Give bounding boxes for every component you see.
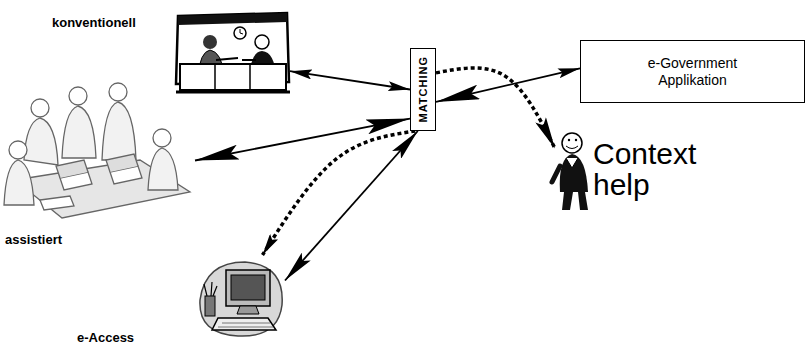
helper-figure-illustration-part: [562, 192, 588, 210]
counter-scene-illustration: [176, 13, 290, 92]
computer-illustration-part: [204, 282, 217, 296]
help-node: Context help: [555, 128, 719, 210]
helper-figure-illustration-part: [562, 133, 582, 153]
node-label: e-Government Applikation: [634, 55, 752, 89]
counter-scene-illustration-part: [216, 58, 238, 60]
counter-scene-illustration-part: [242, 59, 256, 61]
node-label: e-Access: [77, 330, 134, 345]
group-meeting-illustration-part: [148, 148, 178, 190]
group-meeting-illustration-part: [4, 160, 34, 205]
computer-illustration-part: [231, 275, 265, 300]
group-meeting-illustration-part: [109, 83, 127, 101]
helper-figure-illustration-part: [560, 154, 588, 192]
counter-scene-illustration-part: [215, 64, 250, 90]
group-meeting-illustration-part: [9, 141, 27, 159]
group-meeting-illustration-part: [62, 106, 96, 158]
dotted-arrow: [263, 131, 416, 255]
illustration-node: e-Access: [195, 255, 285, 340]
helper-figure-illustration: [552, 133, 588, 210]
computer-illustration-part: [218, 323, 273, 327]
group-meeting-illustration-part: [102, 102, 136, 160]
connector-arrow: [290, 71, 410, 89]
dotted-arrow: [436, 68, 555, 149]
group-meeting-illustration-part: [106, 154, 138, 172]
helper-figure-illustration-part: [566, 146, 578, 149]
node-label: assistiert: [5, 232, 62, 247]
illustration-node: assistiert: [0, 75, 195, 225]
connector-arrow: [436, 68, 580, 102]
computer-illustration-part: [226, 270, 270, 306]
computer-illustration-part: [212, 318, 276, 330]
group-meeting-illustration-part: [31, 99, 49, 117]
connectors: [195, 68, 580, 281]
computer-illustration-part: [205, 296, 215, 316]
group-meeting-illustration: [4, 83, 190, 218]
node-label: Context help: [593, 138, 713, 201]
helper-figure-illustration-part: [552, 166, 560, 182]
illustration-node: konventionell: [175, 10, 290, 95]
counter-scene-illustration-part: [234, 27, 246, 39]
node-label: konventionell: [52, 15, 136, 30]
connector-arrow: [285, 131, 418, 281]
application-box: e-Government Applikation: [580, 40, 805, 103]
counter-scene-illustration-part: [178, 13, 287, 25]
helper-figure-illustration-part: [568, 139, 570, 141]
counter-scene-illustration-part: [255, 35, 269, 49]
process-box: MATCHING: [410, 48, 436, 131]
computer-illustration-part: [200, 262, 282, 336]
group-meeting-illustration-part: [153, 129, 171, 147]
helper-figure-illustration-part: [566, 158, 578, 168]
computer-illustration: [200, 262, 282, 336]
group-meeting-illustration-part: [24, 118, 58, 165]
group-meeting-illustration-part: [56, 160, 88, 178]
counter-scene-illustration-part: [203, 35, 217, 49]
group-meeting-illustration-part: [69, 87, 87, 105]
node-label: MATCHING: [417, 56, 429, 122]
counter-scene-illustration-part: [240, 29, 243, 34]
counter-scene-illustration-part: [176, 91, 290, 94]
computer-illustration-part: [237, 306, 259, 314]
helper-figure-illustration-part: [575, 139, 577, 141]
counter-scene-illustration-part: [180, 64, 286, 90]
group-meeting-illustration-part: [40, 196, 74, 210]
